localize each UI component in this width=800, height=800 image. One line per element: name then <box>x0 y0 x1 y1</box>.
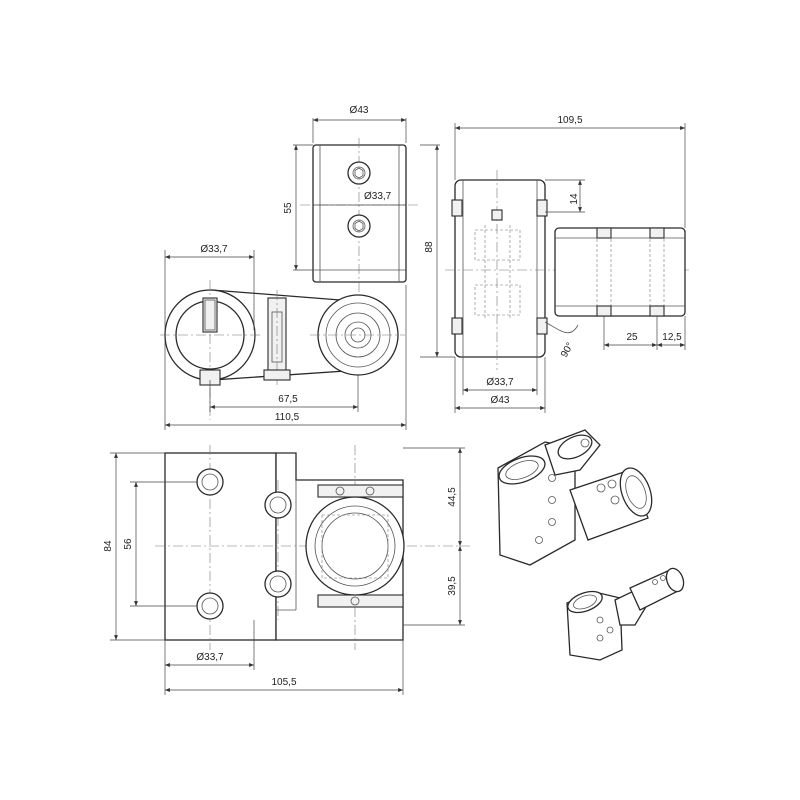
svg-text:Ø33,7: Ø33,7 <box>196 652 224 663</box>
front-hole-lower-left <box>196 592 224 620</box>
front-hole-upper-left <box>196 468 224 496</box>
dim-39: 39,5 <box>403 546 465 626</box>
svg-text:88: 88 <box>424 241 435 253</box>
top-view-left-ring <box>160 280 260 420</box>
front-clamp-bar-bottom <box>317 594 404 608</box>
dim-109: 109,5 <box>454 115 686 228</box>
front-hole-upper-mid <box>264 491 292 519</box>
dim-d43-side: Ø43 <box>454 357 546 413</box>
dim-d43-top: Ø43 <box>312 105 407 143</box>
front-view: 84 56 44,5 39,5 Ø33,7 105,5 <box>103 445 470 695</box>
svg-text:90°: 90° <box>559 341 576 360</box>
dim-25: 25 <box>603 316 658 350</box>
side-view-block <box>454 179 546 358</box>
dim-55: 55 <box>283 144 313 271</box>
dim-90-angle: 90° <box>559 341 576 360</box>
side-view: 109,5 14 88 90° 25 12,5 <box>420 115 690 413</box>
dim-d33-side: Ø33,7 <box>462 357 538 395</box>
dim-12: 12,5 <box>657 316 686 350</box>
dim-67: 67,5 <box>209 375 359 412</box>
svg-text:55: 55 <box>283 202 294 214</box>
svg-text:109,5: 109,5 <box>557 115 582 126</box>
svg-text:39,5: 39,5 <box>447 576 458 596</box>
top-view-clamp-screw <box>263 290 291 385</box>
dim-14: 14 <box>545 179 585 213</box>
dim-d33-top: Ø33,7 <box>313 191 406 206</box>
svg-text:67,5: 67,5 <box>278 394 298 405</box>
front-clamp-bar-top <box>317 484 404 498</box>
svg-text:110,5: 110,5 <box>275 412 300 423</box>
dim-44: 44,5 <box>403 447 465 546</box>
front-hole-lower-mid <box>264 570 292 598</box>
svg-text:Ø33,7: Ø33,7 <box>364 191 392 202</box>
top-screw-lower <box>347 214 371 238</box>
svg-text:105,5: 105,5 <box>271 677 296 688</box>
svg-text:Ø43: Ø43 <box>491 395 510 406</box>
side-view-tube <box>554 227 686 317</box>
top-view-hub <box>310 294 405 376</box>
top-view: Ø43 Ø33,7 55 Ø33,7 67,5 110,5 <box>160 105 420 430</box>
svg-text:Ø33,7: Ø33,7 <box>200 244 228 255</box>
svg-text:14: 14 <box>569 193 580 205</box>
isometric-view-small <box>566 567 685 661</box>
svg-text:84: 84 <box>103 540 114 552</box>
front-view-ring <box>305 496 405 596</box>
svg-text:44,5: 44,5 <box>447 487 458 507</box>
dim-84: 84 <box>103 452 165 641</box>
isometric-view-large <box>497 429 653 566</box>
svg-text:56: 56 <box>123 538 134 550</box>
svg-text:25: 25 <box>626 332 638 343</box>
dim-56: 56 <box>123 481 197 607</box>
dim-105: 105,5 <box>164 640 404 695</box>
dim-110: 110,5 <box>164 285 407 430</box>
top-view-tube-block <box>312 144 407 283</box>
svg-text:Ø33,7: Ø33,7 <box>486 377 514 388</box>
svg-text:Ø43: Ø43 <box>350 105 369 116</box>
dim-88: 88 <box>420 144 455 358</box>
top-screw-upper <box>347 161 371 185</box>
dim-d33-front: Ø33,7 <box>164 620 255 670</box>
dim-d33-left: Ø33,7 <box>164 244 255 330</box>
svg-text:12,5: 12,5 <box>662 332 682 343</box>
